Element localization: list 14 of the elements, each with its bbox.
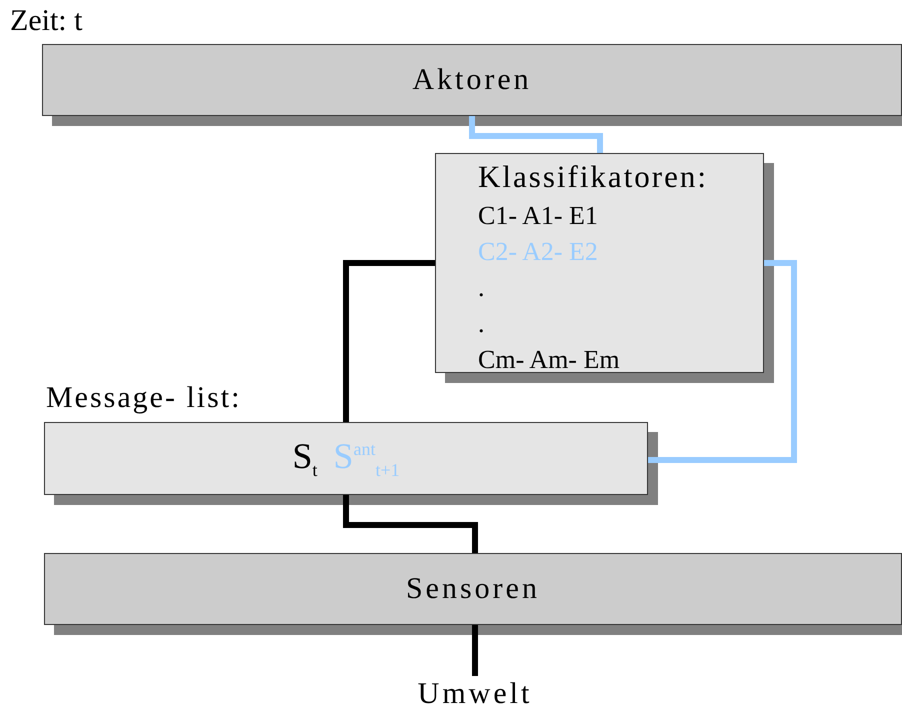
ellipsis-dot: . xyxy=(478,272,484,304)
rule-text: C2- A2- E2 xyxy=(478,236,598,268)
list-heading: Message- list: xyxy=(46,381,242,415)
connector-line xyxy=(469,116,603,153)
connector-line xyxy=(648,260,797,463)
time-label: Zeit: t xyxy=(10,4,82,38)
rule-text: Cm- Am- Em xyxy=(478,344,620,376)
connector-line xyxy=(343,260,435,422)
card-heading: Klassifikatoren: xyxy=(478,158,708,196)
rule-text: C1- A1- E1 xyxy=(478,200,598,232)
math-symbol: S$_{t}$ xyxy=(292,435,318,482)
environment-label: Umwelt xyxy=(400,675,550,710)
connector-line xyxy=(472,625,478,676)
ellipsis-dot: . xyxy=(478,308,484,340)
